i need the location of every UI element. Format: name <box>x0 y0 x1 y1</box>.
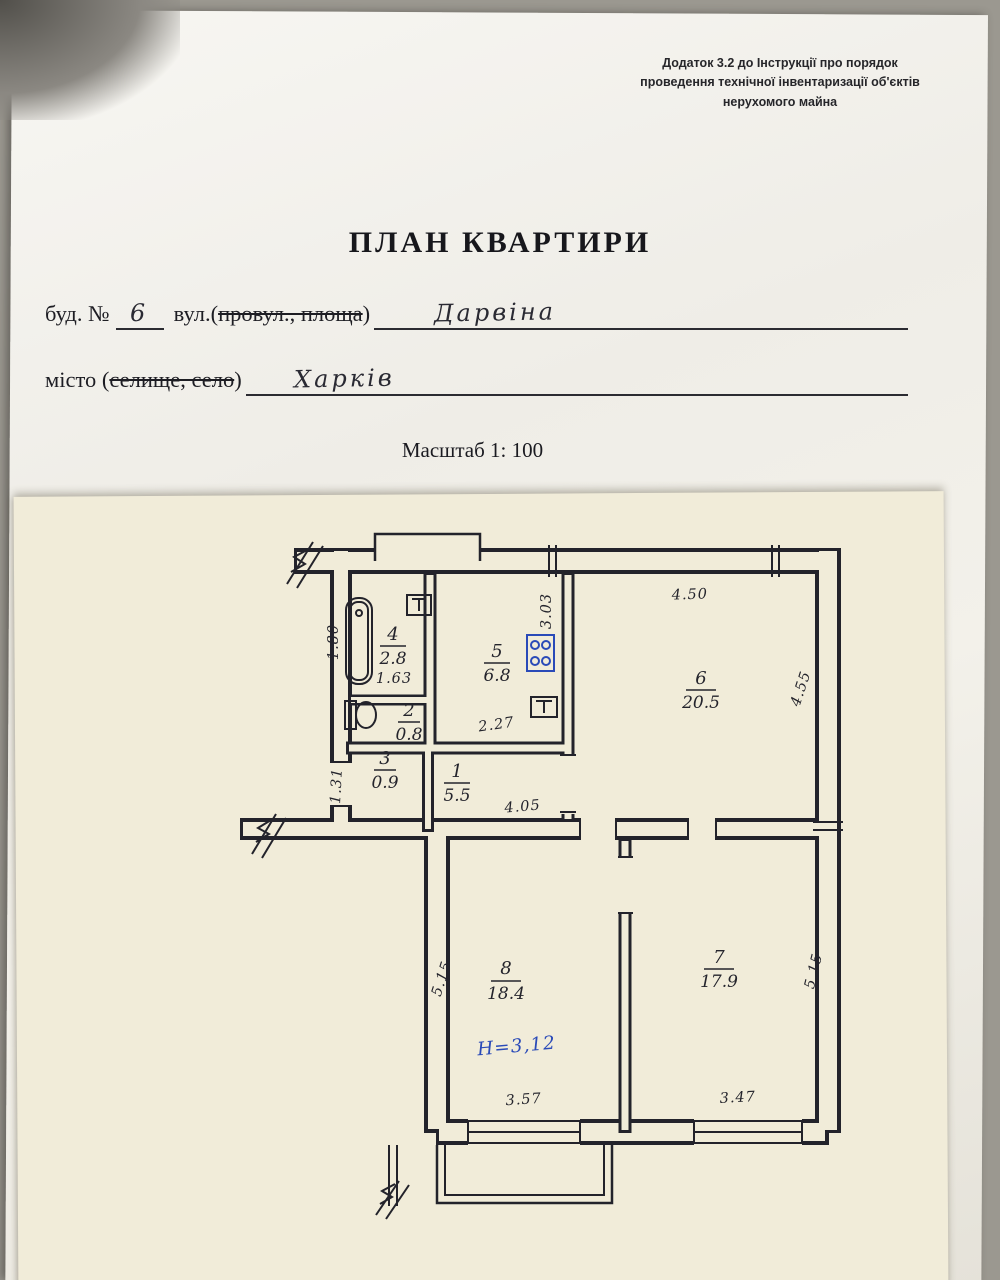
room-4-area: 2.8 <box>378 649 406 669</box>
room-5-number: 5 <box>491 641 502 662</box>
dim-hall-depth: 1.31 <box>328 767 346 804</box>
regulation-note-line: нерухомого майна <box>722 94 838 109</box>
dim-bath-width: 1.63 <box>376 671 412 687</box>
door-opening <box>617 856 634 914</box>
room-5-area: 6.8 <box>483 666 510 686</box>
door-openings <box>328 754 717 914</box>
scale-label: Масштаб 1: 100 <box>401 438 544 462</box>
wall-break-mark <box>286 541 324 589</box>
building-label: буд. № <box>45 301 110 326</box>
dim-kitchen-width: 2.27 <box>476 715 515 736</box>
room-2-area: 0.8 <box>395 725 422 745</box>
building-number-line: 6 <box>115 299 164 330</box>
door-opening <box>687 816 717 842</box>
washbasin-icon <box>406 594 432 616</box>
door-opening <box>579 816 617 842</box>
dim-bath-length: 1.80 <box>326 624 342 660</box>
room-4-number: 4 <box>386 624 398 645</box>
room-2-number: 2 <box>402 700 414 721</box>
document-title: ПЛАН КВАРТИРИ <box>348 226 652 259</box>
city-label-prefix: місто ( <box>45 367 110 392</box>
room-8-number: 8 <box>500 958 511 979</box>
street-row: буд. № 6 вул.(провул., площа) Дарвіна <box>45 292 908 330</box>
dim-hall-width: 4.05 <box>503 797 542 816</box>
street-label-prefix: вул.( <box>173 301 219 326</box>
regulation-note-line: проведення технічної інвентаризації об'є… <box>640 75 920 90</box>
dim-room7-width: 3.47 <box>719 1089 756 1107</box>
wall-break-mark <box>251 813 287 859</box>
room-8-area: 18.4 <box>487 984 525 1004</box>
dim-room6-width: 4.50 <box>670 586 708 603</box>
room-3-area: 0.9 <box>371 773 398 793</box>
street-label-suffix: ) <box>362 301 371 326</box>
city-label-struck: селище, село <box>109 367 235 392</box>
wall-niche <box>373 532 482 561</box>
dim-kitchen-depth: 3.03 <box>539 593 555 629</box>
room-1-area: 5.5 <box>443 786 470 806</box>
room-1-number: 1 <box>451 761 462 782</box>
regulation-note: Додаток 3.2 до Інструкції про порядок пр… <box>610 54 950 112</box>
bathtub-icon <box>345 597 373 685</box>
door-opening <box>560 754 576 814</box>
wall-break-mark <box>375 1180 410 1220</box>
dim-room8-width: 3.57 <box>505 1091 542 1109</box>
street-label-struck: провул., площа <box>218 301 363 326</box>
room-6-area: 20.5 <box>681 693 720 713</box>
window-symbol <box>467 1118 581 1146</box>
toilet-icon <box>344 700 377 730</box>
city-label-suffix: ) <box>234 367 242 392</box>
balcony-outline <box>388 1145 614 1206</box>
street-value-line: Дарвіна <box>374 297 908 330</box>
room-3-number: 3 <box>379 748 390 769</box>
wall-junction-ticks <box>548 545 843 831</box>
room-labels: 4 2.8 5 6.8 6 20.5 2 0.8 3 0.9 1 5.5 8 1… <box>371 624 738 1004</box>
street-label: вул.(провул., площа) <box>174 301 371 330</box>
room-6-number: 6 <box>695 668 706 689</box>
city-value-line: Харків <box>245 364 908 396</box>
door-opening <box>328 761 354 807</box>
dim-room6-depth: 4.55 <box>788 669 815 709</box>
city-label: місто (селище, село) <box>45 367 242 396</box>
room-7-area: 17.9 <box>700 972 738 992</box>
room-7-number: 7 <box>713 947 725 968</box>
ceiling-height-note: Н=3,12 <box>475 1033 556 1061</box>
window-symbol <box>693 1118 803 1146</box>
stove-icon <box>526 634 555 672</box>
city-row: місто (селище, село) Харків <box>45 358 908 396</box>
sink-icon <box>530 696 558 718</box>
regulation-note-line: Додаток 3.2 до Інструкції про порядок <box>662 56 898 70</box>
